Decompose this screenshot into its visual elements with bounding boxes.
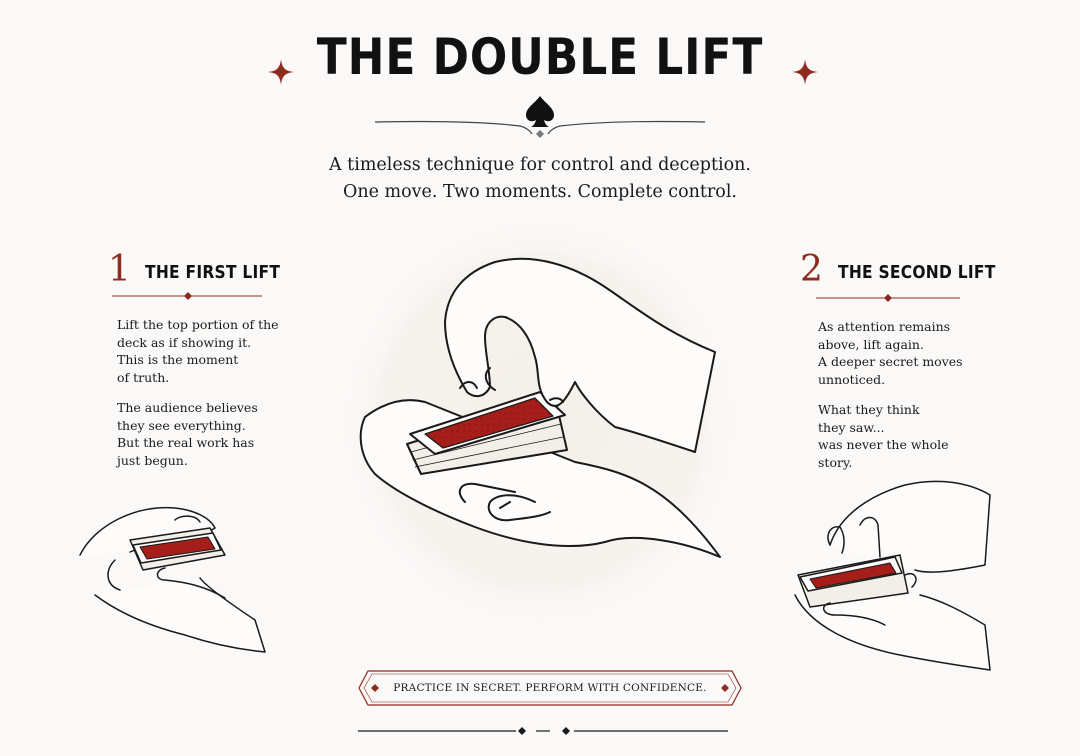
step-1-line: deck as if showing it. xyxy=(117,334,252,350)
spade-icon xyxy=(526,96,554,127)
step-2-line: As attention remains xyxy=(818,319,951,334)
step-2-line: they saw... xyxy=(818,419,885,435)
bottom-ornament xyxy=(358,727,728,735)
subtitle-line-2: One move. Two moments. Complete control. xyxy=(343,182,737,202)
step-2-title: THE SECOND LIFT xyxy=(838,262,996,283)
step-1-title: THE FIRST LIFT xyxy=(145,262,281,283)
subtitle: A timeless technique for control and dec… xyxy=(0,152,1080,206)
step-1-line: But the real work has xyxy=(117,435,255,450)
footer-banner-text: PRACTICE IN SECRET. PERFORM WITH CONFIDE… xyxy=(393,682,707,694)
step-2-line: story. xyxy=(818,454,853,470)
subtitle-line-1: A timeless technique for control and dec… xyxy=(328,155,751,175)
step-1-line: Lift the top portion of the xyxy=(117,317,279,332)
footer-banner xyxy=(358,670,742,706)
step-1-divider xyxy=(112,292,262,300)
step-1-line: they see everything. xyxy=(117,417,246,433)
step-2-number: 2 xyxy=(800,249,823,290)
step-1-line: just begun. xyxy=(117,452,188,468)
step-2-line: What they think xyxy=(818,402,920,417)
main-illustration xyxy=(340,217,740,627)
step-2-description: As attention remains above, lift again. … xyxy=(818,318,988,484)
step-1-line: of truth. xyxy=(117,369,170,385)
title-divider xyxy=(374,96,706,138)
step-2-line: was never the whole xyxy=(818,437,949,452)
step-2-line: unnoticed. xyxy=(818,371,886,387)
step-1-illustration xyxy=(79,506,266,653)
page-title: THE DOUBLE LIFT xyxy=(316,28,764,86)
step-1-description: Lift the top portion of the deck as if s… xyxy=(117,316,287,482)
step-2-illustration xyxy=(794,480,991,671)
step-2-divider xyxy=(816,294,960,302)
step-1-line: This is the moment xyxy=(117,352,239,367)
diamond-icon-left xyxy=(268,59,294,85)
diamond-icon xyxy=(721,684,729,692)
step-2-line: A deeper secret moves xyxy=(818,354,963,369)
diamond-icon xyxy=(371,684,379,692)
step-2-line: above, lift again. xyxy=(818,336,924,352)
step-1-line: The audience believes xyxy=(117,400,258,415)
step-1-number: 1 xyxy=(108,249,131,290)
diamond-icon-right xyxy=(792,59,818,85)
